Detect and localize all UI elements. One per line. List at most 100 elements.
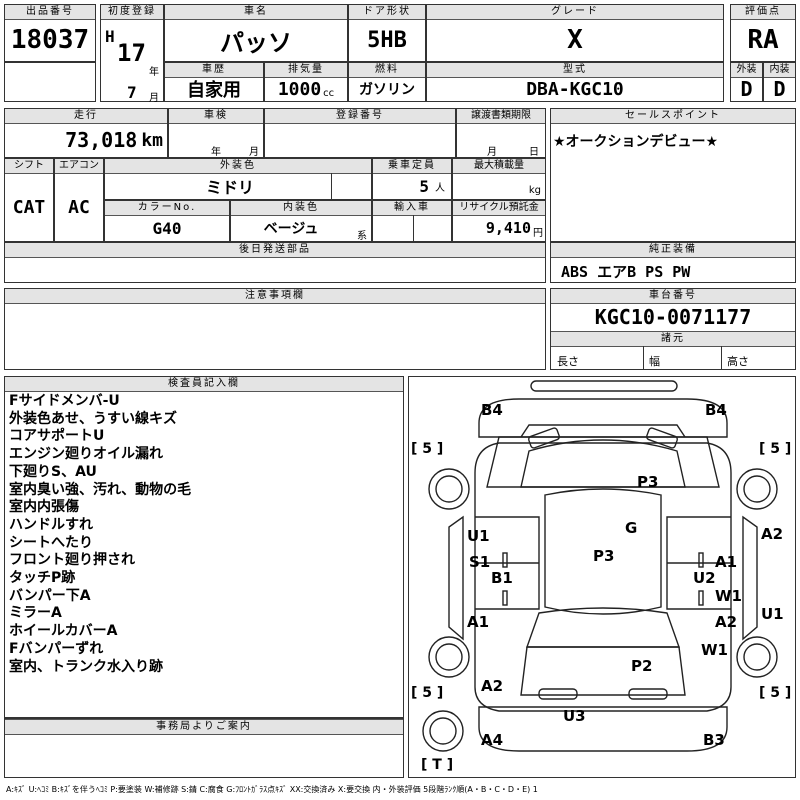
dimension-length: 長さ — [557, 355, 579, 368]
fuel: ガソリン — [359, 82, 415, 98]
equipment-label: 純正装備 — [551, 243, 795, 258]
inspector-line: Fバンパーずれ — [9, 640, 104, 657]
history-label: 車歴 — [165, 63, 263, 78]
mark-u1-left: U1 — [467, 527, 490, 545]
grade: X — [567, 25, 583, 55]
fuel-label: 燃料 — [349, 63, 425, 78]
mark-p3-hood: P3 — [637, 473, 659, 491]
mark-b4-right: B4 — [705, 401, 727, 419]
import-divider — [413, 215, 414, 241]
spare-tire: [ T ] — [421, 757, 454, 773]
registration-number-box: 登録番号 — [264, 108, 456, 158]
dimensions-label: 諸元 — [551, 331, 795, 347]
mark-u2-right: U2 — [693, 569, 716, 587]
car-name-label: 車名 — [165, 5, 347, 20]
exterior-grade-box: 外装 D — [730, 62, 763, 102]
office-label: 事務局よりご案内 — [5, 719, 403, 735]
month-unit: 月 — [149, 93, 159, 104]
displacement-box: 排気量 1000 cc — [264, 62, 348, 102]
mark-w1-right-low: W1 — [701, 641, 728, 659]
mark-g: G — [625, 519, 638, 537]
model-box: 型式 DBA-KGC10 — [426, 62, 724, 102]
inspection-box: 車検 年 月 — [168, 108, 264, 158]
history-box: 車歴 自家用 — [164, 62, 264, 102]
door-box: ドア形状 5HB — [348, 4, 426, 62]
capacity-value: 5 人 — [373, 173, 451, 199]
recycle-unit: 円 — [533, 227, 543, 239]
mark-a4: A4 — [481, 731, 504, 749]
mileage-unit: km — [141, 129, 163, 151]
era-letter: H — [105, 27, 115, 46]
lot-number-box: 出品番号 18037 — [4, 4, 96, 62]
displacement-unit: cc — [323, 87, 335, 99]
year-unit: 年 — [149, 67, 159, 78]
inspector-line: Fサイドメンバ-U — [9, 393, 120, 409]
interior-color-label: 内装色 — [231, 201, 371, 216]
exterior-color-box: 外装色 ミドリ — [104, 158, 372, 200]
transfer-month-unit: 月 — [487, 147, 497, 158]
mark-u3: U3 — [563, 707, 586, 725]
later-parts-box: 後日発送部品 — [4, 242, 546, 283]
registration-year: 17 — [117, 39, 146, 67]
interior-color-box: 内装色 ベージュ 系 — [230, 200, 372, 242]
inspector-line: コアサポートU — [9, 428, 105, 445]
inspector-line: フロント廻り押され — [9, 552, 135, 569]
chassis-label: 車台番号 — [551, 289, 795, 304]
displacement: 1000 — [277, 78, 322, 100]
tire-rear-right: [ 5 ] — [759, 685, 792, 701]
chassis-box: 車台番号 KGC10-0071177 諸元 長さ 幅 高さ — [550, 288, 796, 370]
lot-blank-box — [4, 62, 96, 102]
capacity: 5 — [419, 176, 429, 196]
displacement-value: 1000 cc — [265, 77, 347, 101]
model-label: 型式 — [427, 63, 723, 78]
color-number: G40 — [152, 218, 182, 238]
aircon-box: エアコン AC — [54, 158, 104, 242]
shift: CAT — [12, 196, 46, 218]
interior-grade: D — [773, 77, 786, 101]
mark-a2-right-low: A2 — [715, 613, 738, 631]
recycle-value: 9,410 円 — [453, 215, 545, 241]
tire-front-right: [ 5 ] — [759, 441, 792, 457]
capacity-unit: 人 — [435, 182, 445, 194]
inspector-line: エンジン廻りオイル漏れ — [9, 446, 163, 463]
exterior-color-label: 外装色 — [105, 159, 371, 174]
registration-month: 7 — [127, 83, 137, 102]
inspector-line: バンパー下A — [9, 587, 91, 604]
fuel-box: 燃料 ガソリン — [348, 62, 426, 102]
registration-number-label: 登録番号 — [265, 109, 455, 124]
mark-b3: B3 — [703, 731, 725, 749]
inspector-line: 室内内張傷 — [9, 499, 79, 516]
max-load-box: 最大積載量 kg — [452, 158, 546, 200]
later-parts-label: 後日発送部品 — [5, 243, 545, 258]
aircon-label: エアコン — [55, 159, 103, 174]
max-load-unit: kg — [528, 185, 541, 196]
exterior-grade-label: 外装 — [731, 63, 762, 78]
mark-a1-right: A1 — [715, 553, 738, 571]
color-divider — [331, 173, 332, 199]
damage-diagram: B4 B4 [ 5 ] [ 5 ] [ 5 ] [ 5 ] [ T ] P3 G… — [408, 376, 796, 778]
inspector-line: 下廻りS、AU — [9, 463, 97, 480]
dimension-height: 高さ — [727, 355, 749, 368]
transfer-day-unit: 日 — [529, 147, 539, 158]
equipment-box: 純正装備 ABS エアB PS PW — [550, 242, 796, 283]
recycle-fee: 9,410 — [485, 219, 531, 237]
mark-b4-left: B4 — [481, 401, 503, 419]
car-name: パッソ — [220, 28, 292, 57]
chassis-number: KGC10-0071177 — [594, 305, 752, 329]
notes-label: 注意事項欄 — [5, 289, 545, 304]
mark-p3-roof: P3 — [593, 547, 615, 565]
color-number-box: カラーNo. G40 — [104, 200, 230, 242]
car-name-box: 車名 パッソ — [164, 4, 348, 62]
mark-u1-right: U1 — [761, 605, 784, 623]
equipment: ABS エアB PS PW — [561, 263, 691, 281]
inspector-line: 室内、トランク水入り跡 — [9, 658, 163, 675]
model: DBA-KGC10 — [526, 78, 624, 100]
inspection-month-unit: 月 — [249, 147, 259, 158]
first-registration-box: 初度登録 H 17 年 7 月 — [100, 4, 164, 104]
interior-color-unit: 系 — [357, 231, 367, 242]
inspector-line: 外装色あせ、うすい線キズ — [9, 410, 177, 427]
inspector-line: ハンドルすれ — [9, 516, 93, 533]
sales-point-label: セールスポイント — [551, 109, 795, 124]
import-label: 輸入車 — [373, 201, 451, 216]
sales-point-text: ★オークションデビュー★ — [553, 134, 719, 150]
